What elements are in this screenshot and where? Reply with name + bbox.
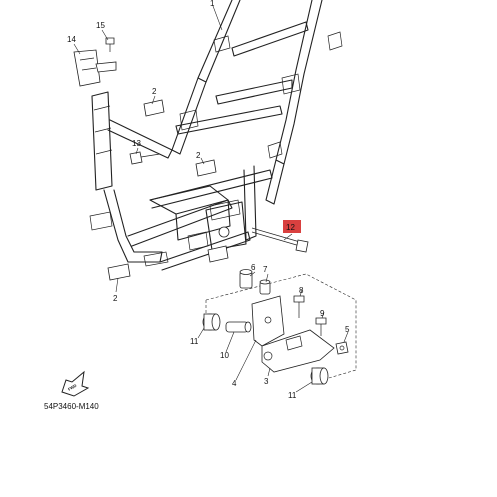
diagram-code: 54P3460-M140 <box>44 402 99 411</box>
part-7-collar <box>259 279 271 295</box>
part-11-mount-rubber-right <box>310 367 329 385</box>
callout-2-middle: 2 <box>196 151 201 160</box>
fwd-arrow-icon: FWD <box>61 370 90 397</box>
callout-14: 14 <box>67 35 76 44</box>
callout-11-left: 11 <box>190 337 199 346</box>
callout-12-highlight: 12 <box>283 220 301 233</box>
callout-8: 8 <box>299 286 304 295</box>
callout-13: 13 <box>132 139 141 148</box>
highlight-box <box>283 220 301 233</box>
label-2-upper <box>143 99 165 117</box>
bracket-14 <box>73 49 117 87</box>
callout-3: 3 <box>264 377 269 386</box>
main-frame <box>89 0 343 271</box>
leader-lines <box>73 5 349 393</box>
bolt-15 <box>105 37 115 52</box>
part-11-mount-rubber-left <box>202 313 221 331</box>
callout-9: 9 <box>320 309 325 318</box>
part-8-bolt <box>293 295 305 318</box>
callout-2-lower: 2 <box>113 294 118 303</box>
bolt-13 <box>129 151 161 165</box>
callout-1: 1 <box>210 0 215 8</box>
callout-7: 7 <box>263 265 268 274</box>
bolt-12 <box>251 227 309 253</box>
label-2-middle <box>195 159 217 177</box>
part-9-bolt <box>315 317 327 336</box>
callout-11-right: 11 <box>288 391 297 400</box>
label-2-rear <box>207 245 229 263</box>
callout-4: 4 <box>232 379 237 388</box>
part-3-engine-mount-link <box>261 329 335 373</box>
callout-6: 6 <box>251 263 256 272</box>
part-5-nut <box>335 341 349 355</box>
part-6-bushing <box>239 269 253 289</box>
callout-10: 10 <box>220 351 229 360</box>
callout-2-upper: 2 <box>152 87 157 96</box>
part-4-bracket <box>251 295 285 347</box>
callout-12: 12 <box>286 223 295 232</box>
fwd-label: FWD <box>67 383 77 392</box>
part-10-bushing <box>225 321 252 333</box>
callout-15: 15 <box>96 21 105 30</box>
callout-5: 5 <box>345 325 350 334</box>
label-2-lower <box>107 263 131 281</box>
